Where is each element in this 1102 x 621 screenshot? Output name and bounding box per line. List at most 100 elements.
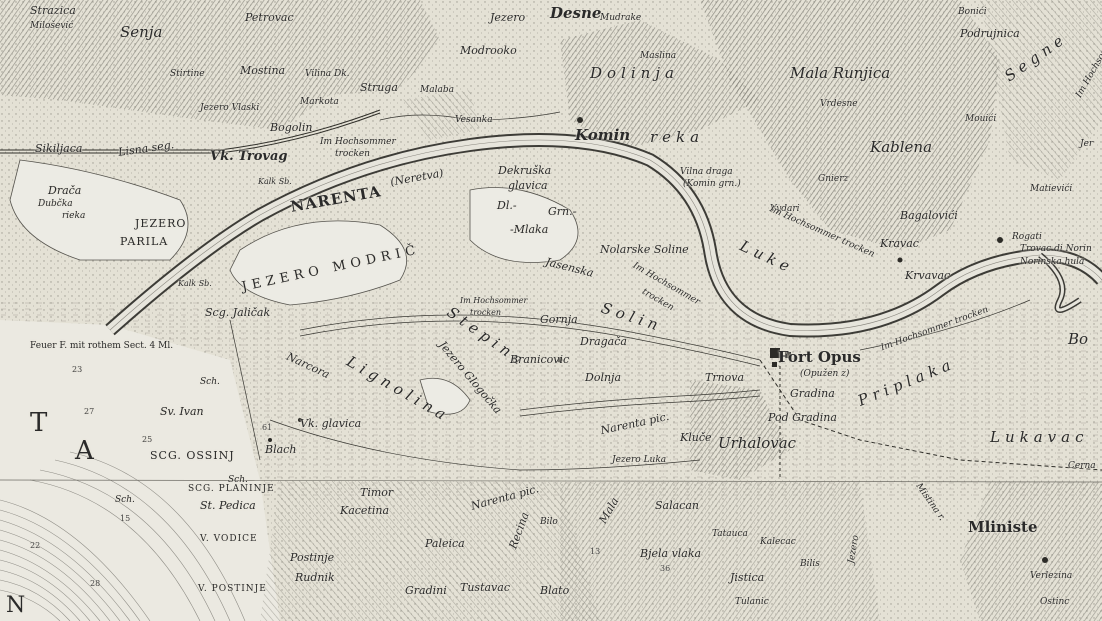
- label-postinje: Postinje: [290, 551, 335, 564]
- label-st-pedica: St. Pedica: [200, 499, 256, 512]
- label-im-hochsommer-4: Im Hochsommer: [460, 296, 528, 305]
- label-nolarske-soline: Nolarske Soline: [600, 243, 689, 256]
- label-trocken-4: trocken: [470, 308, 502, 317]
- label-kluce: Kluče: [680, 431, 712, 444]
- label-kalk-sb-2: Kalk Sb.: [178, 279, 212, 288]
- label-sch-2: Sch.: [228, 475, 248, 485]
- label-verlezina: Verlezina: [1030, 571, 1073, 581]
- label-mouici: Mouići: [965, 114, 997, 124]
- label-dragaca: Dragača: [580, 335, 627, 348]
- label-blach: Blach: [265, 443, 297, 456]
- label-jezero-parila-2: PARILA: [120, 235, 169, 248]
- label-tulanic: Tulanic: [735, 597, 769, 607]
- label-mala-runjica: Mala Runjica: [790, 64, 891, 82]
- label-trnova: Trnova: [705, 371, 745, 384]
- spot-height: 28: [90, 579, 101, 588]
- label-paleica: Paleica: [425, 537, 465, 550]
- label-sch-3: Sch.: [115, 495, 135, 505]
- narenta-river: [105, 133, 1102, 338]
- label-dekruska: Dekruška: [498, 164, 552, 177]
- label-senja: Senja: [120, 23, 163, 41]
- label-scg-jalican: Scg. Jaličak: [205, 306, 271, 319]
- label-a: A: [75, 436, 99, 466]
- label-sv-ivan: Sv. Ivan: [160, 405, 204, 418]
- label-vk-glavica: Vk. glavica: [300, 417, 362, 430]
- spot-height: 23: [72, 365, 83, 374]
- label-bogolin: Bogolin: [270, 121, 313, 134]
- label-bilo: Bilo: [540, 517, 558, 527]
- label-kalk-sb: Kalk Sb.: [258, 177, 292, 186]
- spot-height: 15: [120, 514, 131, 523]
- spot-height: 22: [30, 541, 41, 550]
- label-bilis: Bilis: [800, 559, 820, 569]
- label-bo: Bo: [1068, 330, 1089, 348]
- sea-contours: [0, 320, 1102, 621]
- label-scg-planinje: SCG. PLANINJE: [188, 484, 275, 494]
- label-draca: Drača: [48, 184, 82, 197]
- label-blato: Blato: [540, 584, 570, 597]
- label-grn: Grn.-: [548, 205, 577, 218]
- label-komin: Komin: [575, 126, 631, 144]
- label-dolnja: Dolnja: [585, 371, 622, 384]
- label-tatauca: Tatauca: [712, 529, 748, 539]
- label-pod-gradina: Pod Gradina: [768, 411, 837, 424]
- label-markota: Markota: [300, 97, 339, 107]
- label-bjela-vlaka: Bjela vlaka: [640, 547, 702, 560]
- label-lukavac: Lukavac: [990, 428, 1089, 446]
- label-rieka: rieka: [62, 211, 86, 221]
- label-ostinc: Ostinc: [1040, 597, 1070, 607]
- label-jer: Jer: [1080, 139, 1094, 149]
- label-vilina-dk: Vilina Dk.: [305, 69, 350, 79]
- label-stirtine: Stirtine: [170, 69, 205, 79]
- label-reka: reka: [650, 128, 705, 146]
- label-tustavac: Tustavac: [460, 581, 510, 594]
- label-dubcka: Dubčka: [38, 199, 73, 209]
- label-gradina: Gradina: [790, 387, 835, 400]
- spot-height: 36: [660, 564, 671, 573]
- label-mudrake: Mudrake: [600, 13, 642, 23]
- label-vilna-draga: Vilna draga: [680, 167, 733, 177]
- label-rudnik: Rudnik: [295, 571, 335, 584]
- roads: [0, 109, 1102, 480]
- label-kacetina: Kacetina: [340, 504, 390, 517]
- label-urhalovac: Urhalovac: [718, 434, 797, 452]
- label-kablena: Kablena: [870, 138, 933, 156]
- label-glavica: glavica: [508, 179, 548, 192]
- label-vk-trovag: Vk. Trovag: [210, 149, 288, 164]
- label-v-postinje: V. POSTINJE: [198, 584, 267, 594]
- label-t: T: [30, 408, 53, 438]
- label-gradini: Gradini: [405, 584, 447, 597]
- label-trovac-norinska: Trovac di Norin: [1020, 244, 1092, 254]
- label-malaba: Malaba: [420, 85, 454, 95]
- label-kravac: Kravac: [880, 237, 919, 250]
- label-mliniste: Mliniste: [968, 518, 1038, 536]
- spot-height: 25: [142, 435, 153, 444]
- label-matievici: Matievići: [1030, 184, 1073, 194]
- label-milosevica: Milošević: [30, 21, 74, 31]
- label-feuer: Feuer F. mit rothem Sect. 4 Ml.: [30, 341, 174, 351]
- label-modrooko: Modrooko: [460, 44, 517, 57]
- label-jezero-parila-1: JEZERO: [135, 217, 187, 230]
- label-jezero-vlaska: Jezero Vlaski: [200, 103, 260, 113]
- label-vydari: Vydari: [770, 204, 800, 214]
- label-jezero-top: Jezero: [490, 11, 526, 24]
- label-fort-opus: Fort Opus: [778, 348, 861, 366]
- label-krvavac: Krvavac: [905, 269, 951, 282]
- label-petrovac: Petrovac: [245, 11, 294, 24]
- label-bagalovici: Bagalovići: [900, 209, 958, 222]
- label-dolinja: Dolinja: [590, 64, 679, 82]
- label-gornja: Gornja: [540, 313, 578, 326]
- label-branicevic: Branicovic: [510, 353, 570, 366]
- label-maslina: Maslina: [640, 51, 677, 61]
- lakes: [9, 159, 579, 415]
- label-mostina: Mostina: [240, 64, 286, 77]
- spot-height: 27: [84, 407, 95, 416]
- label-opuzen: (Opužen z): [800, 369, 850, 379]
- label-v-vodice: V. VODICE: [200, 534, 258, 544]
- label-strazica: Strazica: [30, 4, 76, 17]
- label-bonici: Bonići: [958, 7, 987, 17]
- label-vrdesne: Vrdesne: [820, 99, 858, 109]
